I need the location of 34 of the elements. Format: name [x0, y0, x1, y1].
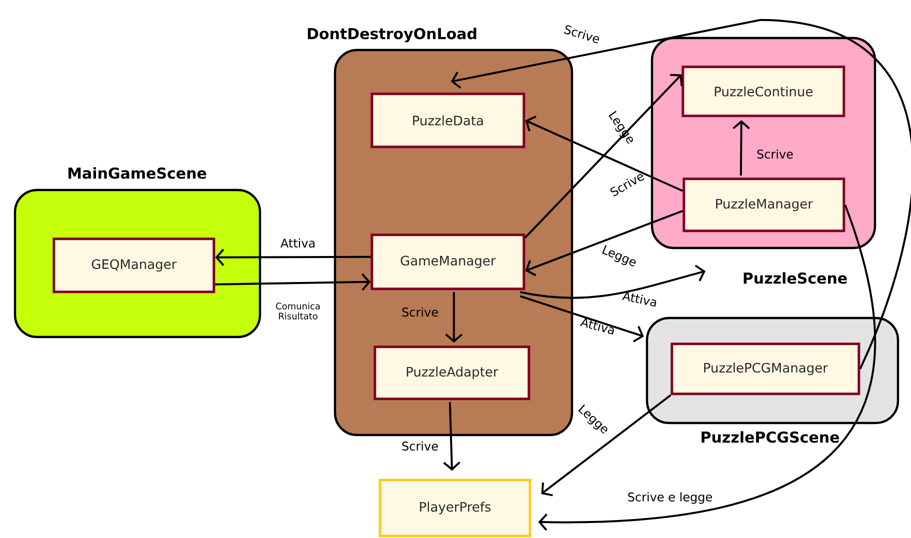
scene-heading: PuzzleScene — [744, 272, 847, 284]
component-box: GameManager — [370, 234, 526, 290]
component-box: PuzzleManager — [682, 178, 846, 232]
arrow — [525, 116, 684, 192]
edge-label: Scrive e legge — [628, 492, 712, 504]
arrow — [732, 120, 750, 176]
arrow — [538, 204, 876, 531]
arrow — [215, 248, 371, 266]
edge-label: Scrive — [402, 307, 438, 317]
edge-label: Attiva — [280, 238, 315, 248]
arrow — [524, 74, 683, 238]
component-box: PuzzleAdapter — [374, 346, 530, 400]
arrow — [443, 402, 460, 471]
component-box: PuzzleData — [370, 92, 526, 148]
scene-heading: DontDestroyOnLoad — [308, 28, 476, 42]
edge-label: Attiva — [622, 292, 656, 307]
edge-label: Scrive — [402, 441, 438, 451]
component-box: GEQManager — [52, 238, 216, 294]
arrow — [520, 264, 706, 299]
storage-box: PlayerPrefs — [378, 478, 532, 538]
arrow — [215, 273, 371, 291]
component-box: PuzzlePCGManager — [670, 342, 860, 396]
edge-label: Scrive — [757, 149, 793, 159]
edge-label: Attiva — [580, 318, 614, 335]
arrow — [520, 295, 644, 342]
scene-heading: PuzzlePCGScene — [702, 431, 839, 443]
arrow — [445, 292, 463, 343]
scene-heading: MainGameScene — [68, 167, 206, 179]
arrow — [525, 210, 683, 276]
component-box: PuzzleContinue — [682, 66, 846, 118]
arrow — [450, 19, 911, 370]
arrow — [541, 394, 672, 496]
edge-label: Scrive — [564, 25, 599, 44]
edge-label: Comunica Risultato — [276, 302, 320, 320]
